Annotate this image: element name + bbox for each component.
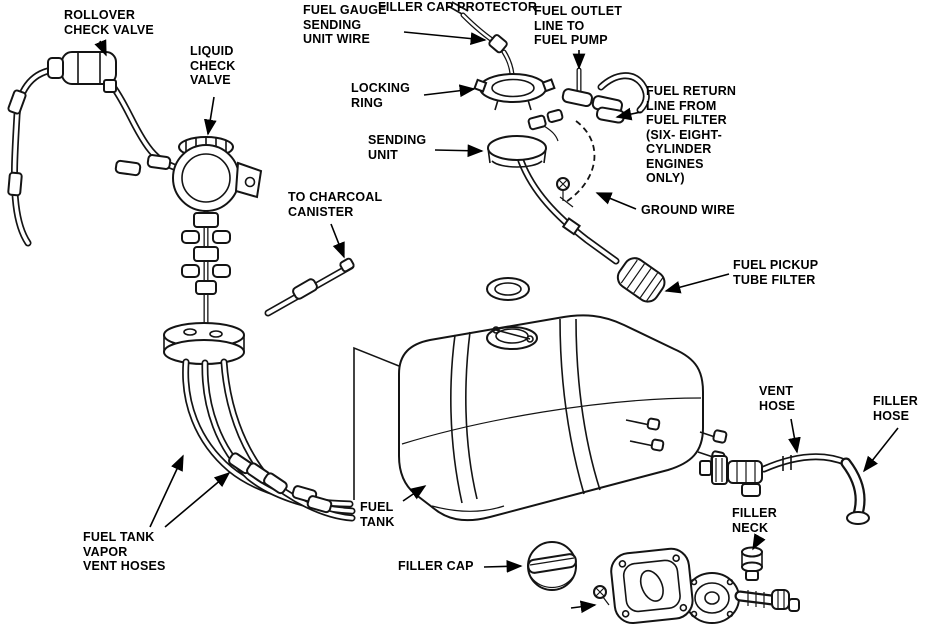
label-liquid-check-valve: LIQUID CHECK VALVE [190,44,236,87]
filler-cap-protector-drawing [593,547,694,625]
vapor-vent-hoses-drawing [182,358,356,522]
label-rollover-check-valve: ROLLOVER CHECK VALVE [64,8,154,37]
label-vent-hose: VENT HOSE [759,384,796,413]
label-filler-cap-protector: FILLER CAP PROTECTOR [378,0,538,14]
label-filler-neck: FILLER NECK [732,506,777,535]
label-to-charcoal-canister: TO CHARCOAL CANISTER [288,190,383,219]
label-fuel-gauge-sending-unit-wire: FUEL GAUGE SENDING UNIT WIRE [303,3,387,46]
rollover-check-valve-drawing [7,51,178,247]
liquid-check-valve-drawing [163,136,263,365]
label-filler-hose: FILLER HOSE [873,394,918,423]
label-fuel-tank-vapor-vent-hoses: FUEL TANK VAPOR VENT HOSES [83,530,166,573]
label-fuel-return-line: FUEL RETURN LINE FROM FUEL FILTER (SIX- … [646,84,737,185]
filler-cap-drawing [527,541,577,591]
label-filler-cap: FILLER CAP [398,559,474,573]
label-sending-unit: SENDING UNIT [368,133,427,162]
sending-unit-drawing [447,1,666,303]
charcoal-canister-hose-drawing [264,257,355,317]
label-fuel-pickup-tube-filter: FUEL PICKUP TUBE FILTER [733,258,819,287]
label-ground-wire: GROUND WIRE [641,203,735,217]
fuel-lines-drawing [559,67,650,208]
vent-filler-drawing [684,453,870,624]
fuel-tank-drawing [353,277,728,522]
label-locking-ring: LOCKING RING [351,81,411,110]
label-fuel-tank: FUEL TANK [360,500,395,529]
label-fuel-outlet-line: FUEL OUTLET LINE TO FUEL PUMP [534,4,623,47]
leader-arrows [94,31,899,614]
